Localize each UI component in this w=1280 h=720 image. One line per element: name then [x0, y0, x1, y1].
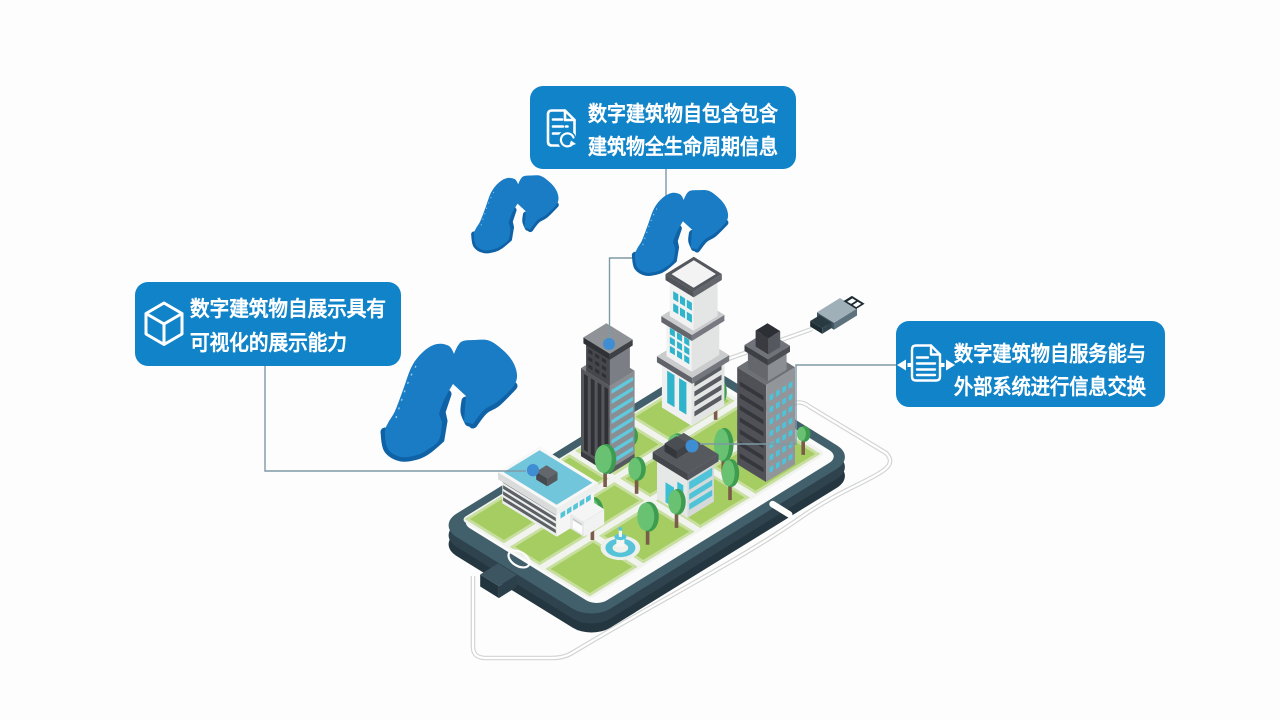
svg-text:数字建筑物自展示具有: 数字建筑物自展示具有 [190, 298, 386, 321]
svg-text:外部系统进行信息交换: 外部系统进行信息交换 [954, 376, 1146, 399]
svg-text:数字建筑物自服务能与: 数字建筑物自服务能与 [954, 343, 1146, 366]
svg-text:建筑物全生命周期信息: 建筑物全生命周期信息 [588, 136, 778, 159]
svg-text:数字建筑物自包含包含: 数字建筑物自包含包含 [588, 103, 778, 126]
svg-text:可视化的展示能力: 可视化的展示能力 [190, 332, 347, 355]
